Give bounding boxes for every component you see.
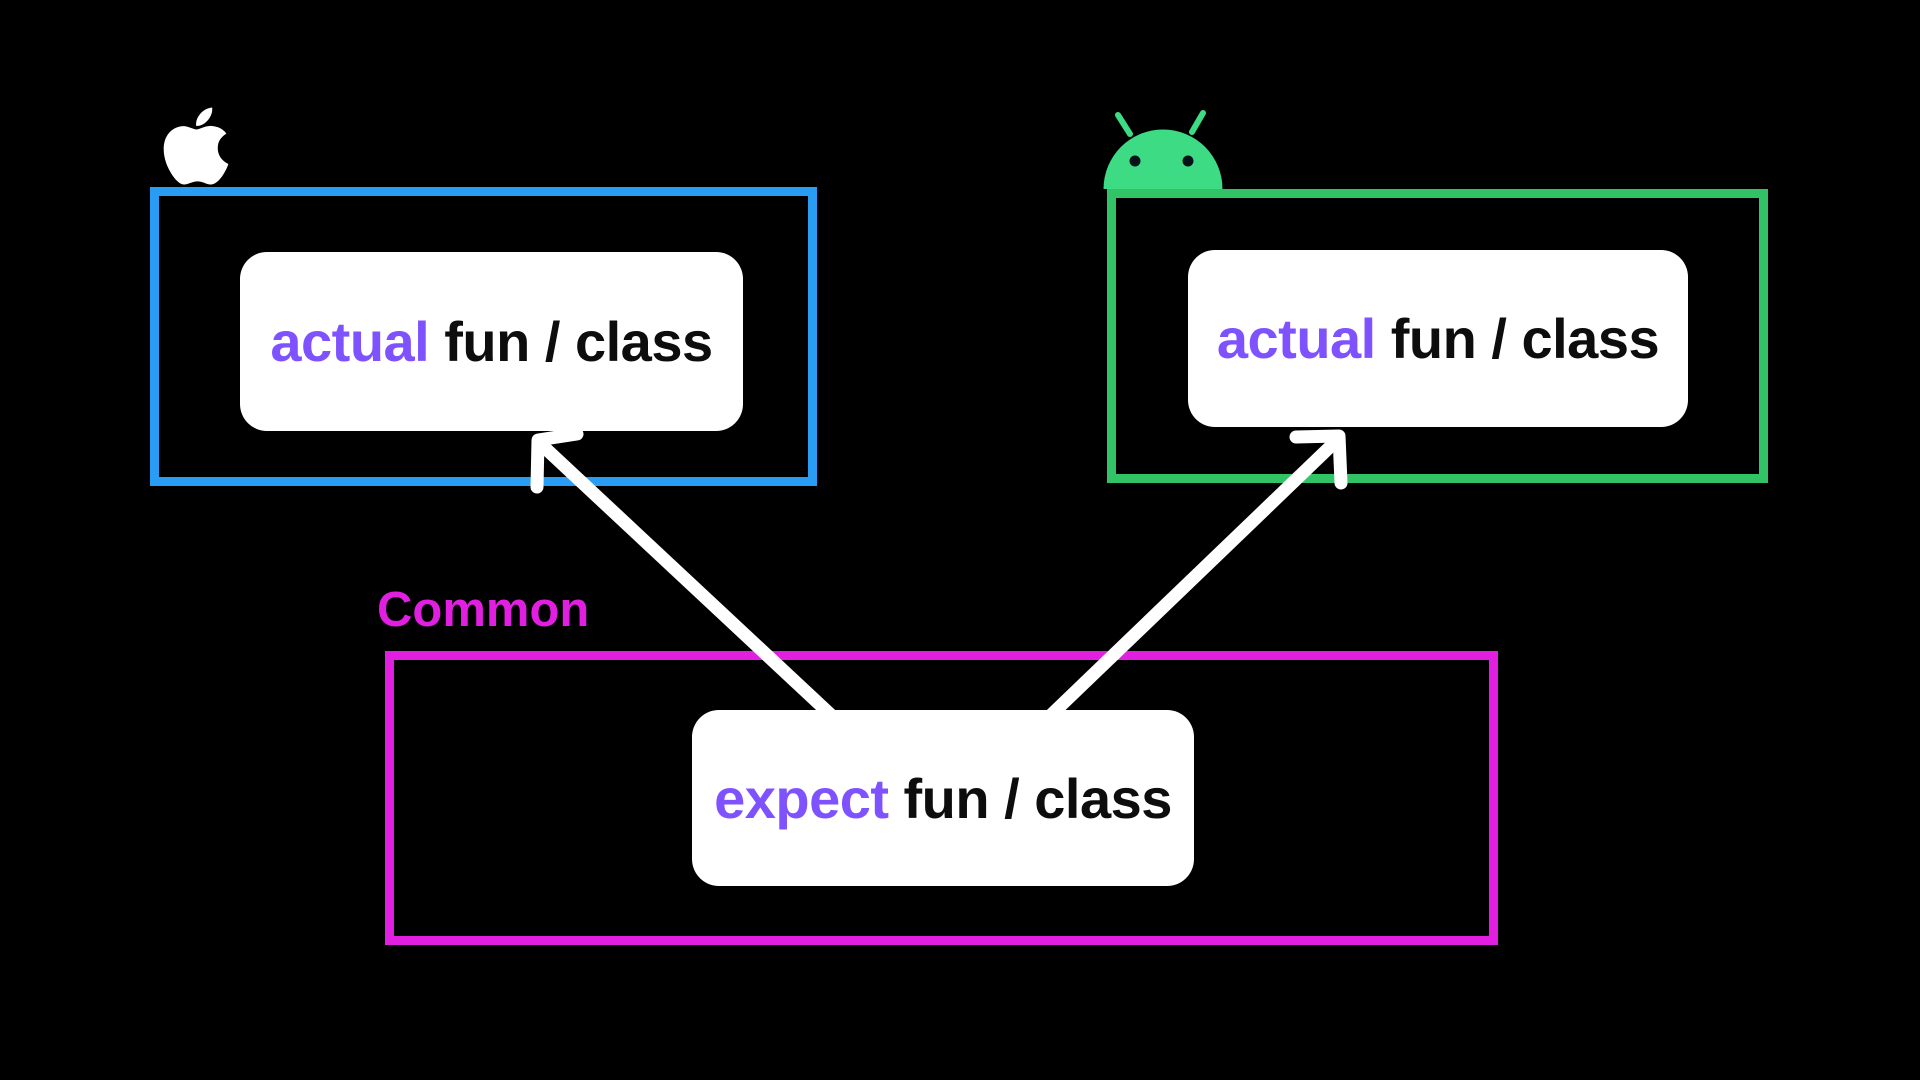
common-box (385, 651, 1498, 945)
expect-keyword: expect (714, 766, 889, 830)
common-label: Common (377, 583, 590, 637)
ios-actual-keyword: actual (270, 310, 430, 373)
android-platform-box (1107, 189, 1768, 483)
ios-platform-box (150, 187, 817, 486)
android-actual-rest: fun / class (1390, 307, 1660, 370)
ios-actual-rest: fun / class (444, 310, 713, 373)
apple-icon (160, 102, 232, 190)
android-actual-keyword: actual (1216, 307, 1376, 370)
expect-rest: fun / class (903, 766, 1173, 830)
android-icon (1100, 108, 1226, 190)
